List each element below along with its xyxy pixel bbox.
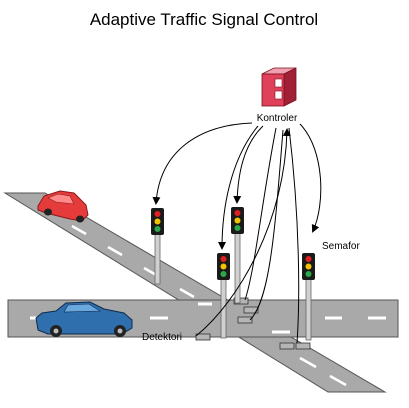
control-arrows (152, 122, 322, 250)
detector-loop (295, 342, 311, 350)
traffic-light (151, 208, 164, 235)
control-arrow (218, 125, 259, 250)
blue-car (35, 301, 133, 337)
feedback-arrow (195, 128, 291, 337)
traffic-light (302, 253, 315, 280)
signal-label: Semafor (322, 241, 360, 252)
feedback-arrow (288, 127, 300, 344)
traffic-light (217, 253, 230, 280)
road-network (3, 192, 399, 393)
diagonal-lane-markings (71, 224, 347, 387)
detector-loop (279, 342, 295, 350)
pole (234, 232, 241, 304)
control-arrow (152, 122, 253, 205)
controller-box (261, 67, 297, 107)
feedback-arrow (244, 127, 277, 301)
diagonal-road (3, 192, 387, 393)
controller-label: Kontroler (257, 113, 298, 124)
pole (154, 233, 161, 285)
detector-feedback-arrows (195, 127, 300, 344)
detector-loops (195, 297, 311, 350)
detector-loop (233, 297, 249, 305)
control-arrow (299, 123, 322, 233)
detectors-label: Detektori (142, 332, 182, 343)
red-car (37, 190, 89, 223)
detector-loop (237, 316, 253, 324)
feedback-arrow (249, 129, 284, 321)
detector-loop (243, 306, 259, 314)
control-arrow (233, 125, 264, 204)
stop-lines (198, 302, 290, 334)
detector-loop (195, 333, 211, 341)
pole (305, 277, 312, 341)
diagram-title: Adaptive Traffic Signal Control (90, 10, 318, 29)
traffic-light (231, 207, 244, 234)
